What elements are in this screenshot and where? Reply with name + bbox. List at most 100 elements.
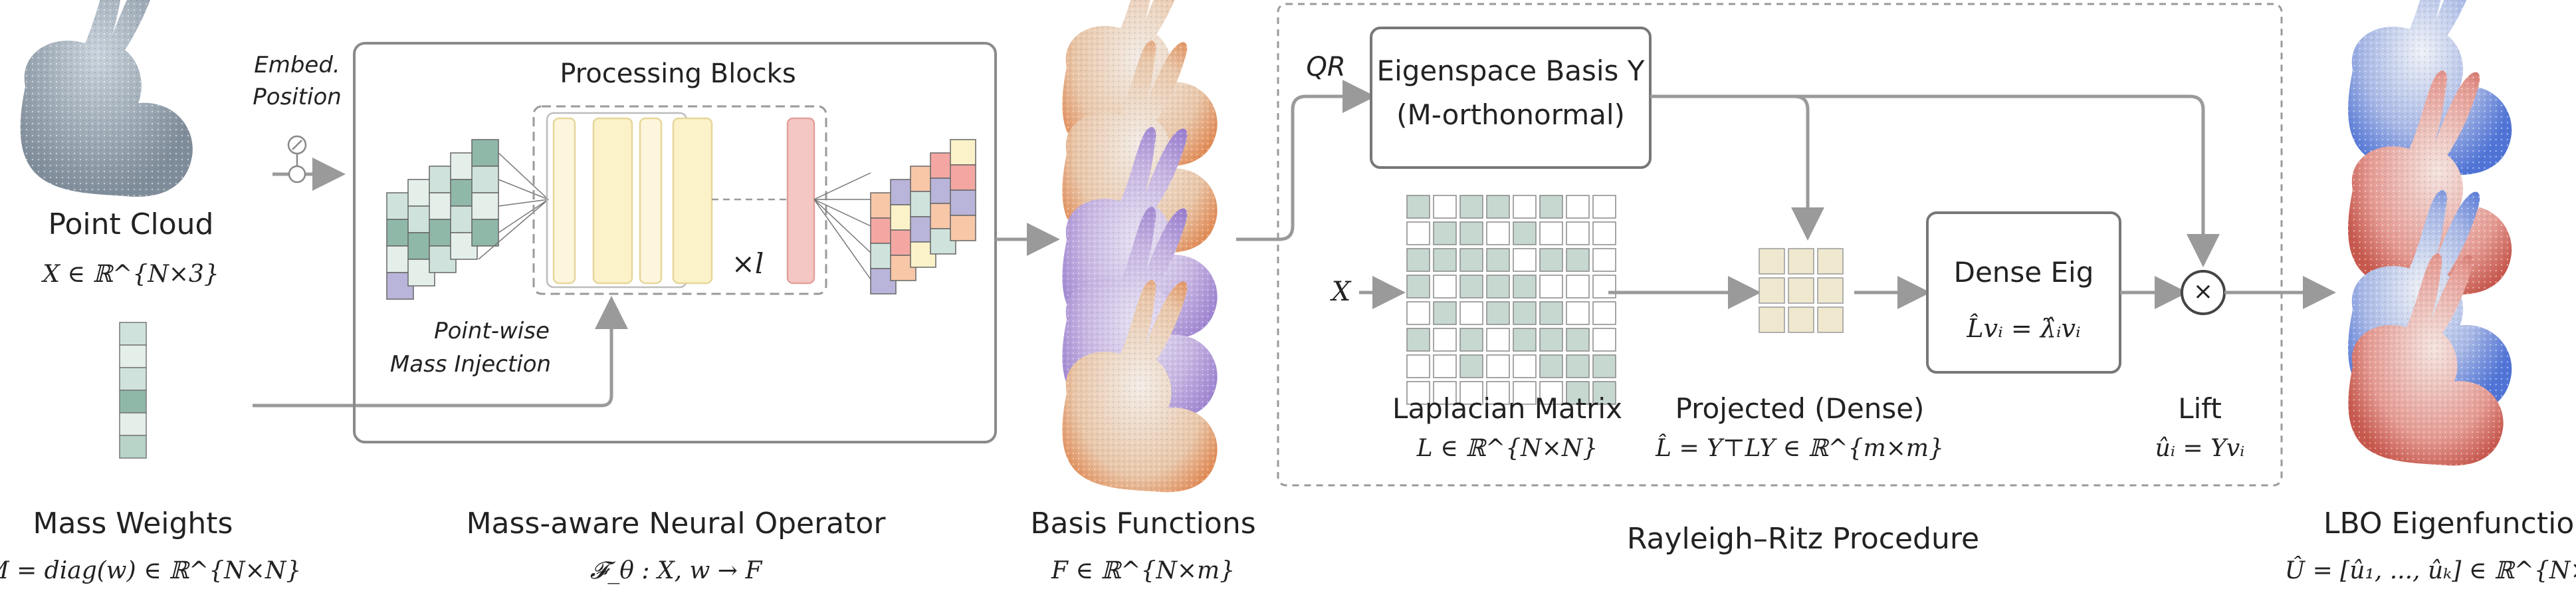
laplacian-cell [1486, 221, 1510, 245]
laplacian-cell [1406, 221, 1430, 245]
basis-bunnies [1062, 0, 1218, 493]
laplacian-cell [1433, 248, 1457, 272]
laplacian-cell [1513, 301, 1537, 325]
lbo-title: LBO Eigenfunctions [2323, 507, 2576, 540]
block-bar-2 [592, 117, 633, 285]
basis-to-qr-arrow [1236, 80, 1376, 241]
mass-injection-arrow [253, 296, 628, 408]
laplacian-cell [1566, 221, 1590, 245]
laplacian-cell [1592, 248, 1616, 272]
injection-label-1: Point-wise [434, 318, 550, 344]
projected-cell [1817, 277, 1844, 304]
laplacian-cell [1566, 301, 1590, 325]
embed-label-2: Position [253, 84, 342, 110]
eig-box-line2: (M-orthonormal) [1396, 98, 1625, 131]
laplacian-cell [1513, 248, 1537, 272]
mass-weights-title: Mass Weights [33, 507, 233, 540]
laplacian-cell [1406, 328, 1430, 352]
laplacian-cell [1592, 275, 1616, 298]
laplacian-cell [1513, 275, 1537, 298]
embed-label-1: Embed. [254, 52, 340, 78]
point-cloud-bunny [20, 0, 193, 197]
laplacian-cell [1486, 195, 1510, 219]
projected-cell [1788, 306, 1814, 333]
projected-math: L̂ = Y⊤LY ∈ ℝ^{m×m} [1656, 435, 1944, 462]
processing-blocks-title: Processing Blocks [560, 59, 796, 89]
multiply-symbol: × [2193, 278, 2214, 305]
mass-weights-math: M = diag(w) ∈ ℝ^{N×N} [0, 557, 302, 584]
mass-weights-column [119, 322, 147, 459]
laplacian-cell [1539, 354, 1563, 378]
repeat-label: ×l [731, 247, 764, 280]
laplacian-cell [1513, 354, 1537, 378]
eig-box-line1: Eigenspace Basis Y [1376, 55, 1645, 87]
input-fan-lines [478, 152, 549, 260]
laplacian-cell [1566, 381, 1590, 405]
basis-to-lift-arrow [1794, 94, 2220, 267]
projected-matrix [1759, 248, 1844, 333]
laplacian-cell [1566, 275, 1590, 298]
laplacian-cell [1406, 248, 1430, 272]
laplacian-cell [1433, 195, 1457, 219]
laplacian-cell [1566, 354, 1590, 378]
laplacian-cell [1459, 275, 1483, 298]
laplacian-cell [1433, 328, 1457, 352]
laplacian-cell [1486, 275, 1510, 298]
laplacian-cell [1459, 221, 1483, 245]
laplacian-cell [1566, 328, 1590, 352]
laplacian-cell [1539, 248, 1563, 272]
laplacian-cell [1406, 275, 1430, 298]
projected-cell [1817, 306, 1844, 333]
laplacian-cell [1566, 195, 1590, 219]
laplacian-title: Laplacian Matrix [1392, 392, 1622, 425]
rayleigh-ritz-title: Rayleigh–Ritz Procedure [1626, 522, 1980, 556]
neural-operator-box [353, 42, 997, 443]
laplacian-cell [1566, 248, 1590, 272]
laplacian-cell [1406, 354, 1430, 378]
laplacian-cell [1433, 221, 1457, 245]
laplacian-cell [1513, 195, 1537, 219]
laplacian-matrix [1406, 195, 1616, 405]
laplacian-cell [1539, 195, 1563, 219]
processing-blocks-frame [532, 105, 827, 295]
input-feature-stack [386, 139, 499, 300]
laplacian-cell [1592, 301, 1616, 325]
laplacian-cell [1486, 248, 1510, 272]
laplacian-cell [1592, 381, 1616, 405]
projected-cell [1817, 248, 1844, 275]
laplacian-cell [1592, 328, 1616, 352]
x-input-label: X [1331, 277, 1351, 307]
projected-cell [1788, 277, 1814, 304]
eigenspace-basis-box[interactable] [1370, 27, 1652, 169]
dense-eig-line2: L̂vᵢ = λ̂ᵢvᵢ [1967, 314, 2081, 343]
laplacian-cell [1433, 354, 1457, 378]
laplacian-cell [1459, 301, 1483, 325]
laplacian-cell [1539, 328, 1563, 352]
basis-title: Basis Functions [1030, 507, 1256, 540]
laplacian-cell [1486, 381, 1510, 405]
dense-eig-line1: Dense Eig [1953, 256, 2094, 289]
laplacian-math: L ∈ ℝ^{N×N} [1416, 435, 1598, 462]
laplacian-cell [1486, 354, 1510, 378]
rayleigh-ritz-frame [1277, 3, 2283, 487]
laplacian-cell [1406, 301, 1430, 325]
laplacian-cell [1513, 221, 1537, 245]
dense-eig-box[interactable] [1926, 211, 2121, 374]
projected-cell [1788, 248, 1814, 275]
operator-title: Mass-aware Neural Operator [466, 507, 886, 540]
output-feature-stack [870, 139, 976, 295]
operator-math: 𝓕_θ : X, w → F [590, 557, 762, 584]
basis-to-projected-arrow [1650, 94, 1824, 241]
laplacian-cell [1433, 301, 1457, 325]
laplacian-cell [1406, 195, 1430, 219]
basis-math: F ∈ ℝ^{N×m} [1051, 557, 1235, 584]
laplacian-cell [1592, 354, 1616, 378]
block-bar-4 [672, 117, 713, 285]
laplacian-cell [1486, 301, 1510, 325]
lift-title: Lift [2178, 392, 2222, 425]
laplacian-cell [1592, 221, 1616, 245]
lbo-bunnies [2348, 0, 2512, 466]
laplacian-cell [1539, 221, 1563, 245]
laplacian-cell [1406, 381, 1430, 405]
